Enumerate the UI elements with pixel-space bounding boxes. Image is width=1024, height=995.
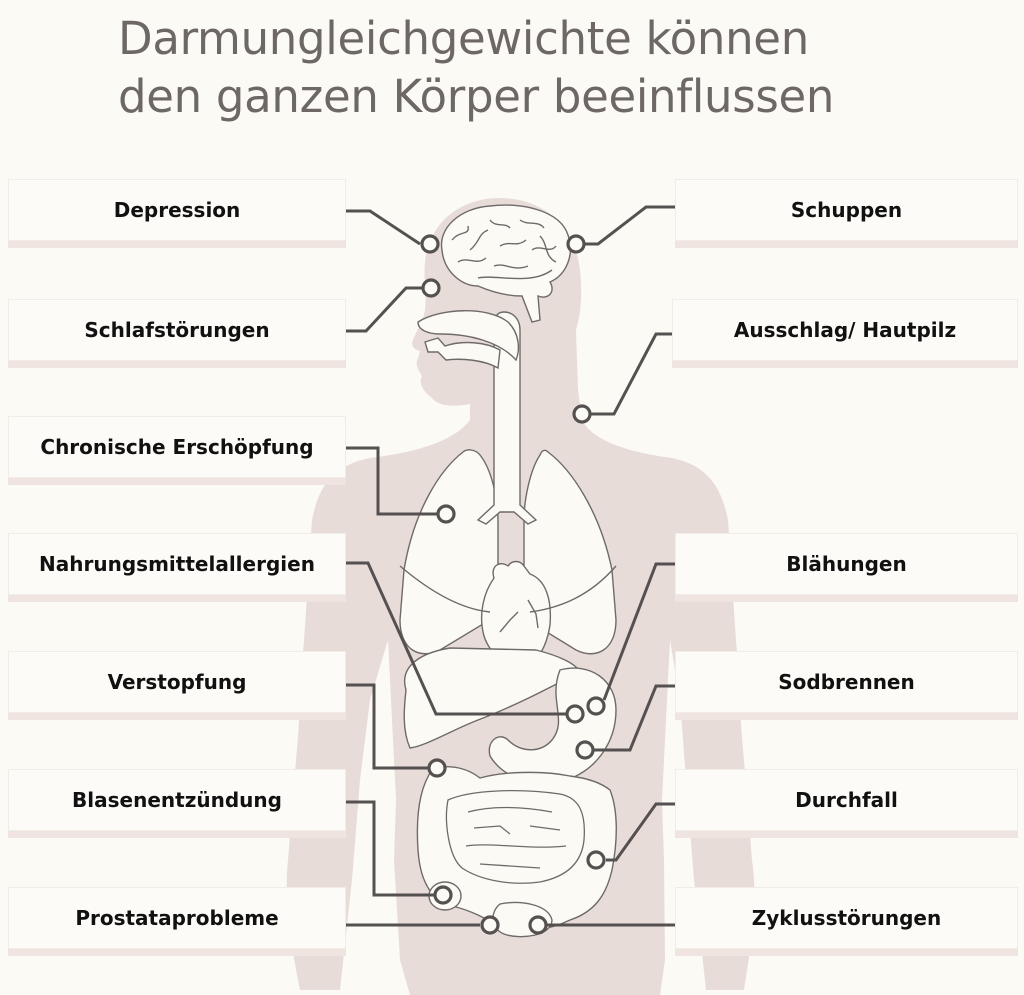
endpoint-ausschlag xyxy=(572,404,592,424)
label-nahrungsmittelallergien: Nahrungsmittelallergien xyxy=(8,533,346,595)
endpoint-depression xyxy=(420,234,440,254)
connector-ausschlag xyxy=(590,332,675,416)
connector-durchfall xyxy=(606,802,675,862)
endpoint-verstopfung xyxy=(427,758,447,778)
label-verstopfung: Verstopfung xyxy=(8,651,346,713)
endpoint-sodbrennen xyxy=(575,740,595,760)
endpoint-blasenentzuendung xyxy=(433,885,453,905)
endpoint-durchfall xyxy=(586,850,606,870)
page-title: Darmungleichgewichte können den ganzen K… xyxy=(118,10,918,126)
endpoint-schlafstoerungen xyxy=(421,278,441,298)
connector-sodbrennen xyxy=(594,684,675,752)
label-schlafstoerungen: Schlafstörungen xyxy=(8,299,346,361)
endpoint-zyklusstoerungen xyxy=(528,915,548,935)
label-chronische-erschoepfung: Chronische Erschöpfung xyxy=(8,416,346,478)
connector-schlafstoerungen xyxy=(346,286,424,333)
label-blaehungen: Blähungen xyxy=(675,533,1018,595)
connector-lines xyxy=(346,205,687,927)
endpoint-blaehungen xyxy=(586,696,606,716)
label-depression: Depression xyxy=(8,179,346,241)
connector-endpoints xyxy=(420,234,606,935)
liver-icon xyxy=(403,647,581,749)
connector-blaehungen xyxy=(602,562,675,701)
label-prostataprobleme: Prostataprobleme xyxy=(8,887,346,949)
connector-verstopfung xyxy=(346,683,428,770)
title-line-1: Darmungleichgewichte können xyxy=(118,12,809,65)
small-intestine-icon xyxy=(445,789,586,884)
connector-nahrungsmittelallergien xyxy=(346,561,567,716)
endpoint-erschoepfung xyxy=(436,504,456,524)
nasal-cavity-icon xyxy=(417,310,520,370)
endpoint-schuppen xyxy=(566,234,586,254)
label-sodbrennen: Sodbrennen xyxy=(675,651,1018,713)
label-schuppen: Schuppen xyxy=(675,179,1018,241)
brain-icon xyxy=(440,204,572,323)
connector-erschoepfung xyxy=(346,446,438,516)
label-durchfall: Durchfall xyxy=(675,769,1018,831)
label-zyklusstoerungen: Zyklusstörungen xyxy=(675,887,1018,949)
title-line-2: den ganzen Körper beeinflussen xyxy=(118,70,835,123)
connector-depression xyxy=(346,209,421,246)
connector-blasenentzuendung xyxy=(346,800,434,897)
label-blasenentzuendung: Blasenentzündung xyxy=(8,769,346,831)
heart-icon xyxy=(480,560,552,667)
endpoint-nahrungsmittelallergien xyxy=(565,704,585,724)
endpoint-prostataprobleme xyxy=(480,915,500,935)
label-ausschlag-hautpilz: Ausschlag/ Hautpilz xyxy=(672,299,1018,361)
connector-schuppen xyxy=(584,205,675,246)
